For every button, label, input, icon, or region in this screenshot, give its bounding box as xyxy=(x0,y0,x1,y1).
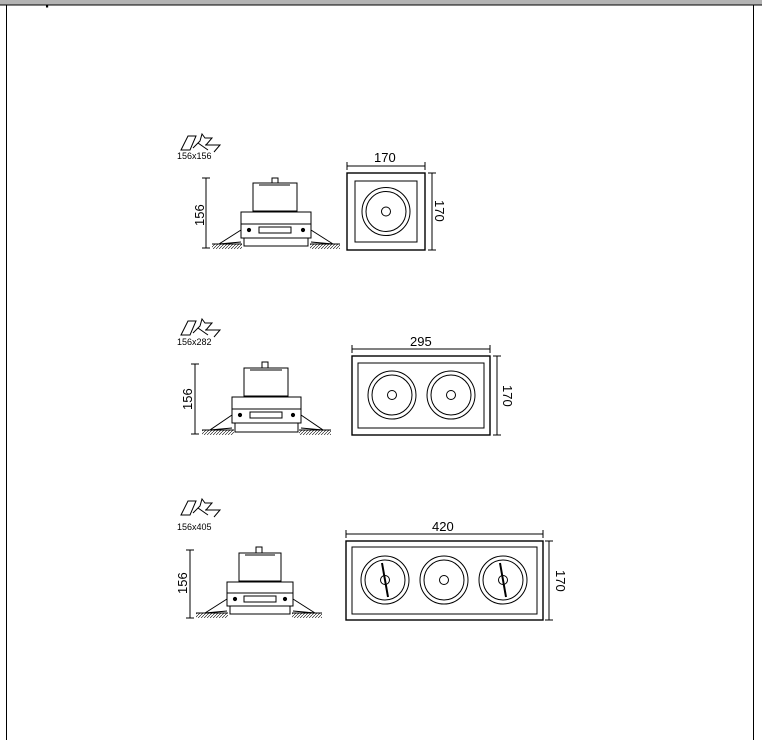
cutout-icon xyxy=(180,132,222,153)
cutout-label: 156x405 xyxy=(177,522,212,532)
width-dimension-label: 170 xyxy=(374,150,396,165)
front-view xyxy=(346,162,436,251)
front-view xyxy=(351,345,501,436)
side-view xyxy=(202,177,340,249)
height-dimension-label: 156 xyxy=(175,572,190,594)
front-view xyxy=(345,530,553,621)
height-dimension-label: 156 xyxy=(180,388,195,410)
depth-dimension-label: 170 xyxy=(553,570,568,592)
cutout-icon xyxy=(180,497,222,518)
cutout-label: 156x282 xyxy=(177,337,212,347)
model-3: 156x405 xyxy=(175,497,568,621)
height-dimension-label: 156 xyxy=(192,204,207,226)
model-1: 156x156 xyxy=(177,132,447,251)
depth-dimension-label: 170 xyxy=(500,385,515,407)
width-dimension-label: 295 xyxy=(410,334,432,349)
side-view xyxy=(191,361,331,435)
depth-dimension-label: 170 xyxy=(432,200,447,222)
cutout-icon xyxy=(180,317,222,338)
side-view xyxy=(186,546,322,619)
model-2: 156x282 xyxy=(177,317,515,436)
width-dimension-label: 420 xyxy=(432,519,454,534)
cutout-label: 156x156 xyxy=(177,151,212,161)
